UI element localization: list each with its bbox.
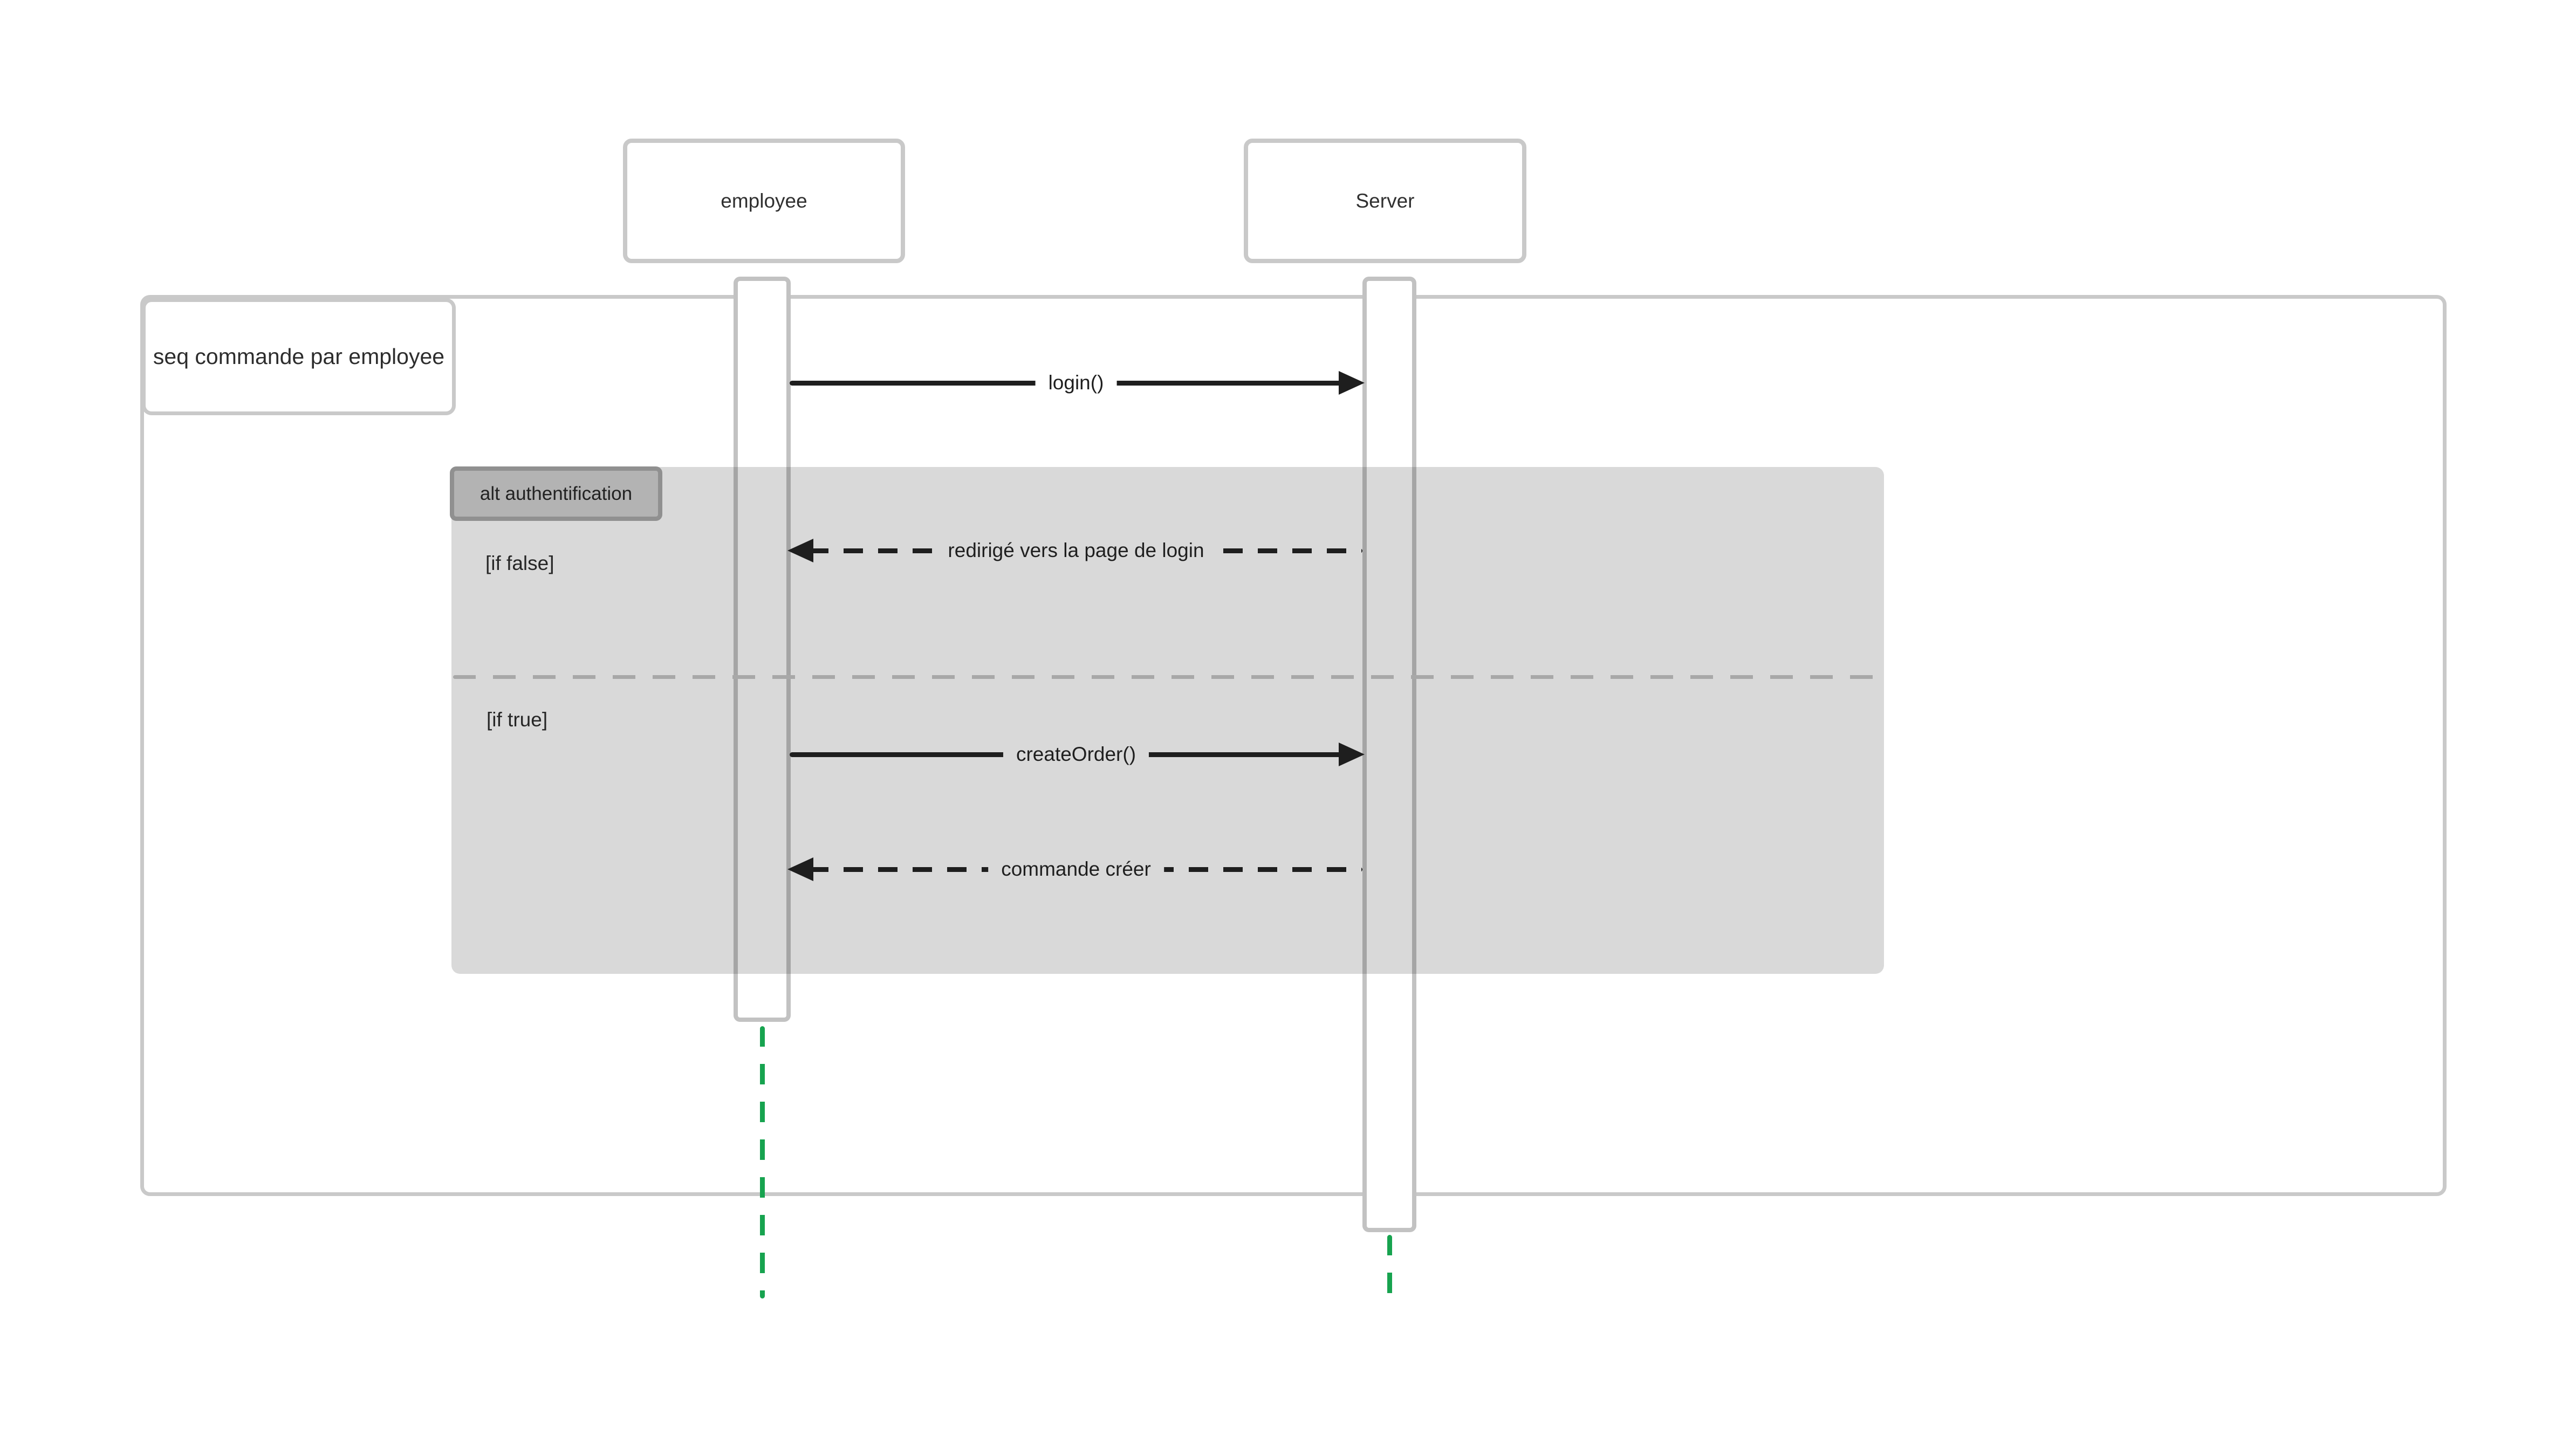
sequence-frame[interactable]: [140, 295, 2447, 1196]
actor-label-server: Server: [1355, 189, 1415, 212]
actor-box-server[interactable]: Server: [1244, 139, 1526, 263]
alt-fragment-label: alt authentification: [479, 483, 633, 504]
activation-bar-employee[interactable]: [734, 277, 791, 1022]
arrowhead-right-icon: [1339, 371, 1365, 395]
message-label: createOrder(): [1003, 740, 1149, 769]
actor-label-employee: employee: [721, 189, 807, 212]
guard-label-if-false: [if false]: [485, 552, 554, 574]
activation-bar-server[interactable]: [1362, 277, 1416, 1232]
arrowhead-right-icon: [1339, 743, 1365, 766]
lifeline-server: [1387, 1235, 1392, 1298]
sequence-frame-title-box[interactable]: seq commande par employee: [142, 298, 456, 415]
guard-label-if-true: [if true]: [487, 709, 548, 731]
alt-fragment-badge[interactable]: alt authentification: [450, 466, 662, 521]
message-label: commande créer: [988, 855, 1164, 884]
message-label: redirigé vers la page de login: [935, 536, 1217, 565]
message-label: login(): [1035, 368, 1117, 397]
sequence-frame-title: seq commande par employee: [153, 344, 445, 369]
alt-branch-divider: [453, 675, 1882, 679]
actor-box-employee[interactable]: employee: [623, 139, 905, 263]
arrowhead-left-icon: [787, 539, 813, 562]
lifeline-employee: [760, 1026, 765, 1298]
arrowhead-left-icon: [787, 857, 813, 881]
